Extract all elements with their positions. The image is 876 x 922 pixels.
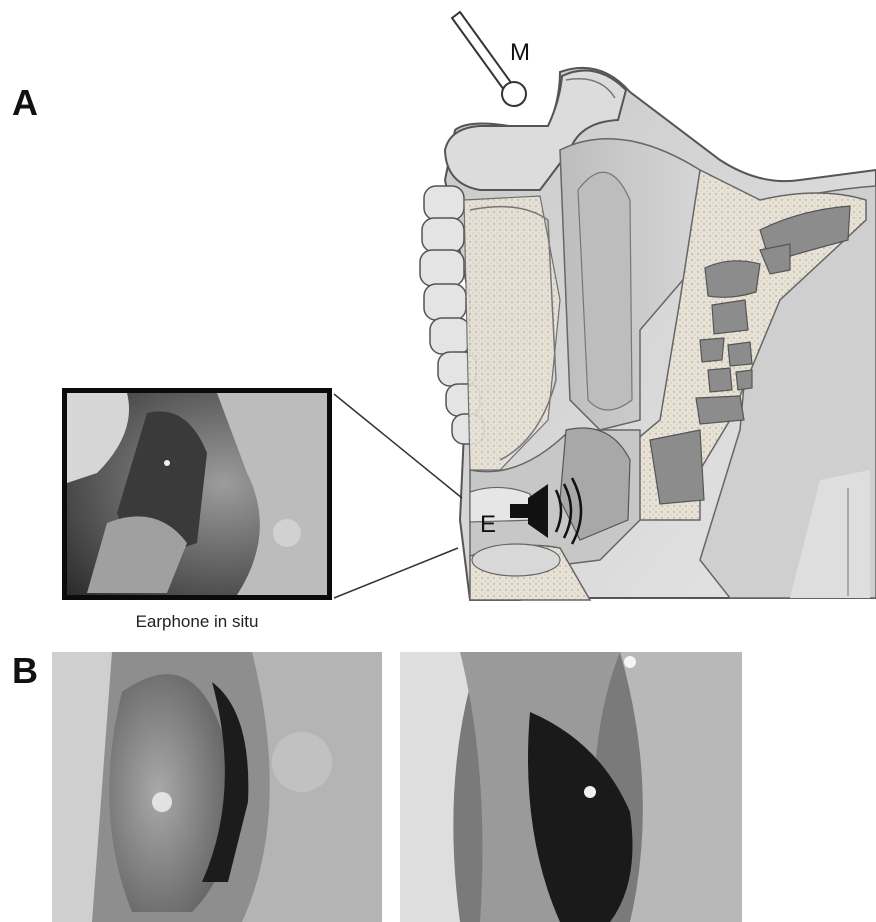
earphone-in-situ-photo — [62, 388, 332, 600]
endoscopic-photo-left — [52, 652, 382, 922]
endoscopic-photo-right — [400, 652, 742, 922]
marker-m-label: M — [510, 39, 530, 66]
inset-connector-bottom — [334, 548, 458, 598]
marker-e-label: E — [480, 511, 496, 538]
inset-caption: Earphone in situ — [62, 612, 332, 632]
panel-label-b: B — [12, 650, 38, 692]
inset-connector-top — [334, 394, 462, 498]
